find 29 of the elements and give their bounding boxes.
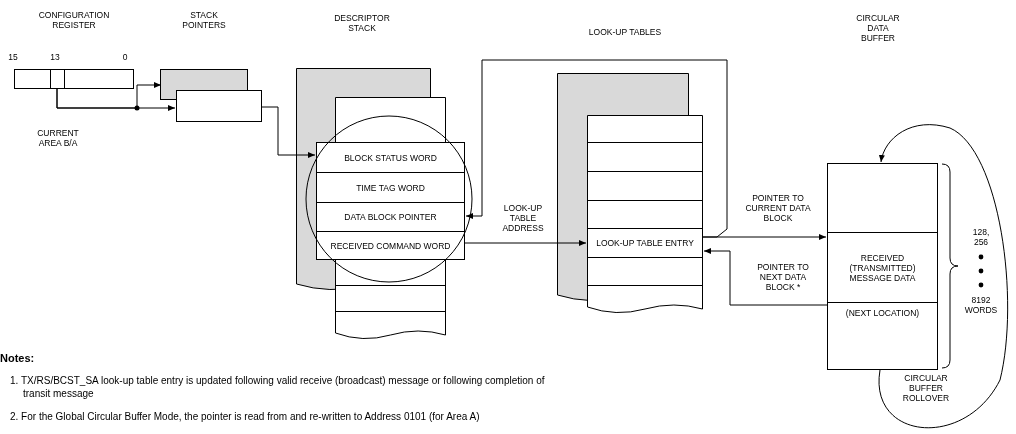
register-bit-cell <box>50 69 65 89</box>
arrow <box>702 234 827 240</box>
section-heading: CIRCULAR DATA BUFFER <box>855 13 901 43</box>
section-heading: LOOK-UP TABLES <box>587 27 663 37</box>
bit-number: 15 <box>7 52 19 62</box>
arrow <box>261 106 316 158</box>
look-up-table-page <box>587 115 703 315</box>
note-text: 2. For the Global Circular Buffer Mode, the pointer is read from and re-written to Address 0101 (for Area A) <box>10 410 481 423</box>
arrow <box>464 240 587 246</box>
bit-number: 0 <box>121 52 129 62</box>
annotation-text: 128, 256 <box>971 227 991 247</box>
bit-number: 13 <box>49 52 61 62</box>
annotation-text: 8192 WORDS <box>963 295 999 315</box>
note-text: 1. TX/RS/BCST_SA look-up table entry is updated following valid receive (broadcast) message or following completion of transit message <box>10 374 546 400</box>
annotation-text: CURRENT AREA B/A <box>36 128 80 148</box>
memory-word-row: BLOCK STATUS WORD <box>316 142 465 173</box>
arrow <box>878 124 1009 428</box>
arrow <box>465 59 728 238</box>
notes-heading: Notes: <box>0 351 36 365</box>
arrow <box>56 88 176 111</box>
memory-word-row: LOOK-UP TABLE ENTRY <box>587 228 703 258</box>
arrow <box>703 248 828 306</box>
section-heading: CONFIGURATION REGISTER <box>37 10 111 30</box>
memory-word-row: RECEIVED COMMAND WORD <box>316 231 465 260</box>
memory-word-row: DATA BLOCK POINTER <box>316 202 465 232</box>
section-heading: DESCRIPTOR STACK <box>333 13 391 33</box>
section-heading: STACK POINTERS <box>181 10 227 30</box>
memory-word-row: TIME TAG WORD <box>316 172 465 203</box>
stack-pointer-box <box>176 90 262 122</box>
